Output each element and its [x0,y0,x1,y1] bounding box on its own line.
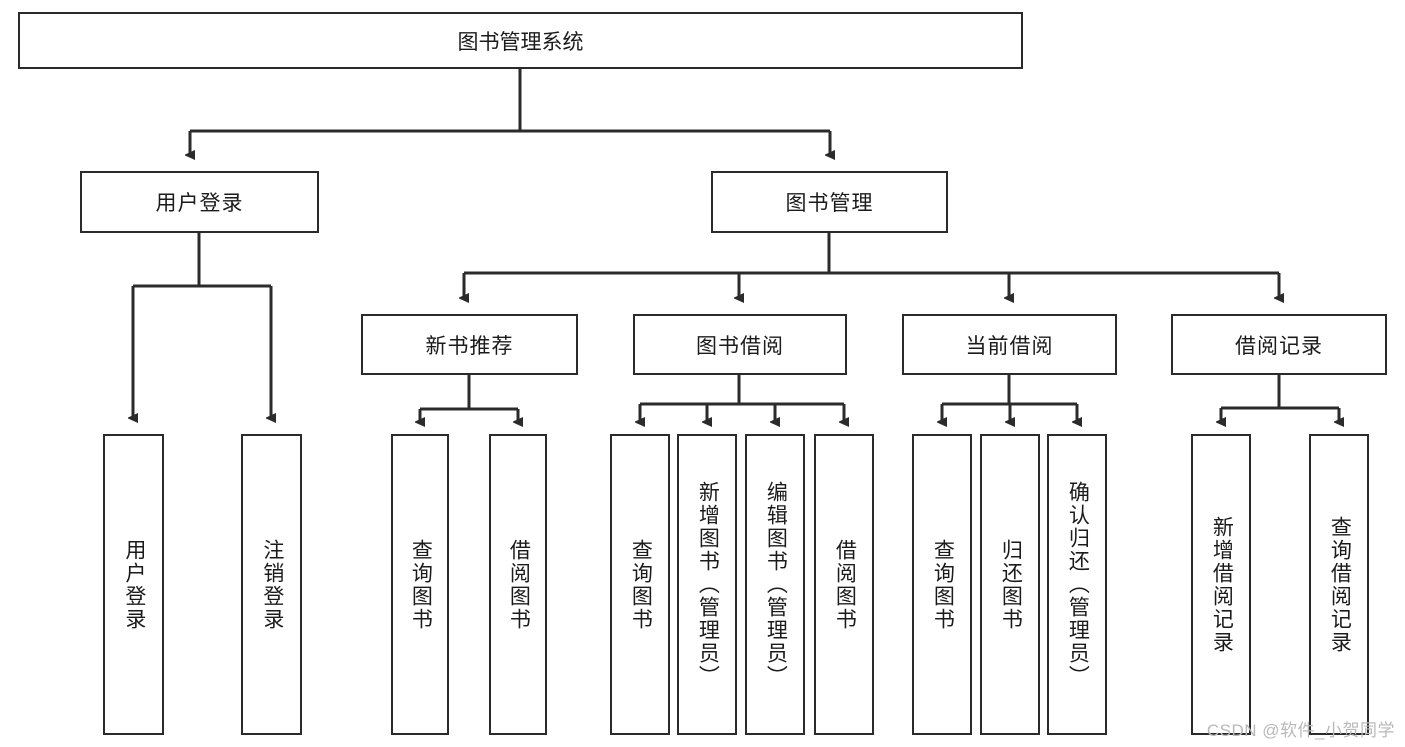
leaf-current-borrow-return-book[interactable]: 归还图书 [980,434,1040,735]
leaf-borrow-record-query-record[interactable]: 查询借阅记录 [1309,434,1369,735]
leaf-current-borrow-query-book[interactable]: 查询图书 [912,434,972,735]
node-label: 用户登录 [155,192,244,215]
node-label: 注销登录 [260,538,284,631]
leaf-current-borrow-confirm-return[interactable]: 确认归还（管理员） [1047,434,1107,735]
node-book-management[interactable]: 图书管理 [711,171,948,233]
leaf-book-borrow-borrow-book[interactable]: 借阅图书 [814,434,874,735]
node-label: 当前借阅 [965,334,1054,358]
node-root-book-management-system[interactable]: 图书管理系统 [18,12,1023,69]
node-label: 查询图书 [409,538,433,631]
node-label: 借阅图书 [833,538,857,631]
node-label: 图书管理系统 [457,30,584,54]
leaf-book-borrow-add-book[interactable]: 新增图书（管理员） [677,434,737,735]
node-user-login[interactable]: 用户登录 [80,171,319,233]
leaf-book-borrow-query-book[interactable]: 查询图书 [610,434,670,735]
node-label: 借阅图书 [507,538,531,631]
node-borrow-record[interactable]: 借阅记录 [1171,314,1387,375]
node-current-borrow[interactable]: 当前借阅 [902,314,1117,375]
node-label: 确认归还（管理员） [1066,481,1090,688]
leaf-new-book-borrow-book[interactable]: 借阅图书 [489,434,547,735]
node-label: 新增图书（管理员） [696,481,720,688]
node-label: 图书管理 [785,192,874,215]
leaf-borrow-record-add-record[interactable]: 新增借阅记录 [1191,434,1251,735]
node-label: 查询图书 [931,538,955,631]
node-label: 查询图书 [629,538,653,631]
node-new-book-recommend[interactable]: 新书推荐 [361,314,578,375]
leaf-user-login-login[interactable]: 用户登录 [103,434,164,735]
node-label: 新书推荐 [425,334,514,358]
node-label: 查询借阅记录 [1328,515,1352,654]
node-book-borrow[interactable]: 图书借阅 [633,314,847,375]
leaf-book-borrow-edit-book[interactable]: 编辑图书（管理员） [745,434,805,735]
leaf-user-login-logout[interactable]: 注销登录 [241,434,302,735]
node-label: 新增借阅记录 [1210,515,1234,654]
node-label: 编辑图书（管理员） [764,481,788,688]
leaf-new-book-query-book[interactable]: 查询图书 [391,434,449,735]
node-label: 用户登录 [122,538,146,631]
node-label: 图书借阅 [696,334,784,358]
node-label: 归还图书 [999,538,1023,631]
node-label: 借阅记录 [1235,334,1323,358]
